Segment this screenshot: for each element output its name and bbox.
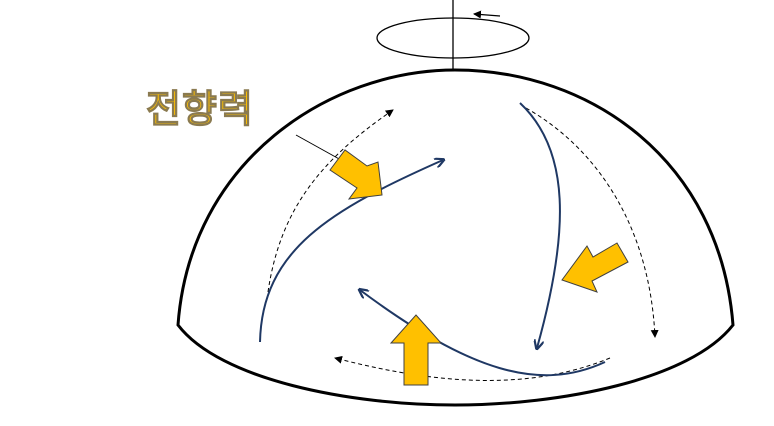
flow-curve-bottom	[360, 290, 606, 377]
flow-curve-right	[519, 102, 561, 348]
coriolis-arrow-left	[329, 149, 383, 200]
dashed-path-bottom	[334, 355, 611, 381]
coriolis-force-label: 전향력	[146, 87, 254, 132]
coriolis-arrow-bottom	[389, 314, 443, 386]
coriolis-arrow-right	[561, 242, 629, 293]
rotation-direction-arrow-icon	[473, 10, 501, 19]
dashed-path-right	[525, 107, 659, 338]
flow-curve-left	[259, 160, 443, 343]
dashed-path-left	[267, 109, 394, 293]
hemisphere-dome	[176, 68, 735, 407]
rotation-ellipse	[376, 17, 530, 59]
